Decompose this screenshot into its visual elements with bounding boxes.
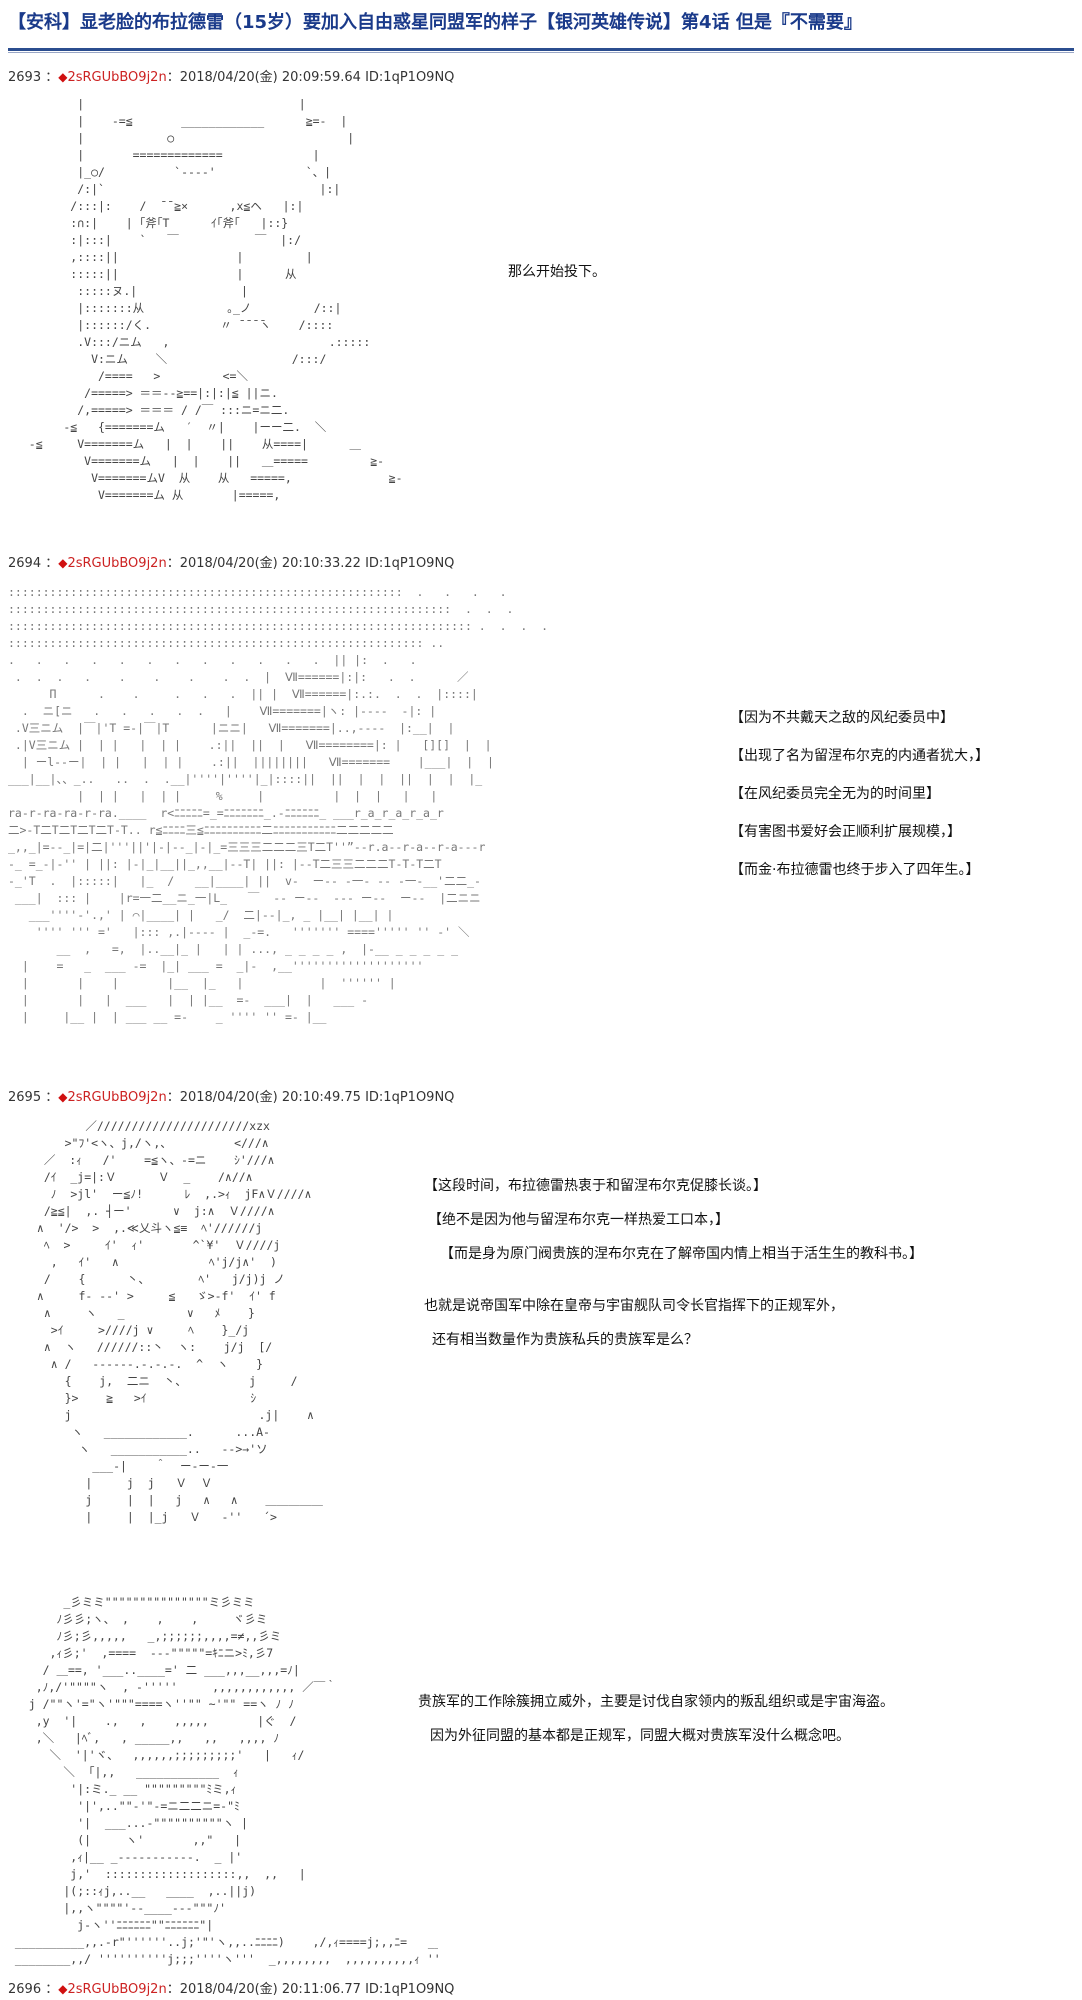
narration-line: 【而是身为原门阀贵族的涅布尔克在了解帝国内情上相当于活生生的教科书。】 [440,1246,923,1262]
post-meta: ：2018/04/20(金) 20:11:06.77 ID:1qP1O9NQ [166,1982,455,1997]
post-number: 2694 ： [8,556,59,571]
trip-code[interactable]: 2sRGUbBO9j2n [67,1090,167,1105]
post-meta: ：2018/04/20(金) 20:10:49.75 ID:1qP1O9NQ [166,1090,455,1105]
trip-diamond-icon: ◆ [58,1090,68,1104]
post-number: 2695 ： [8,1090,59,1105]
post-meta: ：2018/04/20(金) 20:09:59.64 ID:1qP1O9NQ [166,70,455,85]
narration-line: 【绝不是因为他与留涅布尔克一样热爱工口本，】 [428,1212,729,1228]
post-header: 2696 ：◆2sRGUbBO9j2n：2018/04/20(金) 20:11:… [8,1978,454,1997]
trip-code[interactable]: 2sRGUbBO9j2n [67,70,167,85]
trip-code[interactable]: 2sRGUbBO9j2n [67,556,167,571]
thread-title: 【安科】显老脸的布拉德雷（15岁）要加入自由惑星同盟军的样子【银河英雄传说】第4… [8,12,862,33]
title-divider-thin [8,52,1074,53]
post-header: 2693 ：◆2sRGUbBO9j2n：2018/04/20(金) 20:09:… [8,66,454,85]
narration-line: 因为外征同盟的基本都是正规军，同盟大概对贵族军没什么概念吧。 [430,1728,850,1744]
trip-diamond-icon: ◆ [58,1982,68,1996]
ascii-art-noble: _彡ミミ"""""""""""""""ミ彡ミミ ﾉ彡彡;ヽ、 , , , ヾ彡ミ… [14,1595,438,1966]
narration-line: 【这段时间，布拉德雷热衷于和留涅布尔克促膝长谈。】 [424,1178,767,1194]
narration-line: 【而金·布拉德雷也终于步入了四年生。】 [730,862,980,878]
narration-line: 【在风纪委员完全无为的时间里】 [730,786,940,802]
title-divider [8,48,1074,51]
narration-line: 贵族军的工作除簇拥立威外，主要是讨伐自家领内的叛乱组织或是宇宙海盗。 [418,1694,894,1710]
narration-line: 【出现了名为留涅布尔克的内通者犹大，】 [730,748,989,764]
post-number: 2696 ： [8,1982,59,1997]
narration-line: 【有害图书爱好会正顺利扩展规模，】 [730,824,961,840]
post-meta: ：2018/04/20(金) 20:10:33.22 ID:1qP1O9NQ [166,556,455,571]
narration-line: 也就是说帝国军中除在皇帝与宇宙舰队司令长官指挥下的正规军外， [424,1298,844,1314]
narration-line: 还有相当数量作为贵族私兵的贵族军是么？ [432,1332,698,1348]
post-header: 2694 ：◆2sRGUbBO9j2n：2018/04/20(金) 20:10:… [8,552,454,571]
trip-code[interactable]: 2sRGUbBO9j2n [67,1982,167,1997]
ascii-art-city: ::::::::::::::::::::::::::::::::::::::::… [8,585,549,1024]
trip-diamond-icon: ◆ [58,70,68,84]
ascii-art-duke: ／//////////////////////xzx >"ﾌ'<ヽ、j,/ヽ,、… [36,1119,323,1524]
trip-diamond-icon: ◆ [58,556,68,570]
narration-line: 那么开始投下。 [508,264,606,280]
post-number: 2693 ： [8,70,59,85]
post-header: 2695 ：◆2sRGUbBO9j2n：2018/04/20(金) 20:10:… [8,1086,454,1105]
narration-line: 【因为不共戴天之敌的风纪委员中】 [730,710,954,726]
ascii-art-officer: | | | -=≦ ____________ ≧=- | | ○ | | ===… [28,97,403,502]
